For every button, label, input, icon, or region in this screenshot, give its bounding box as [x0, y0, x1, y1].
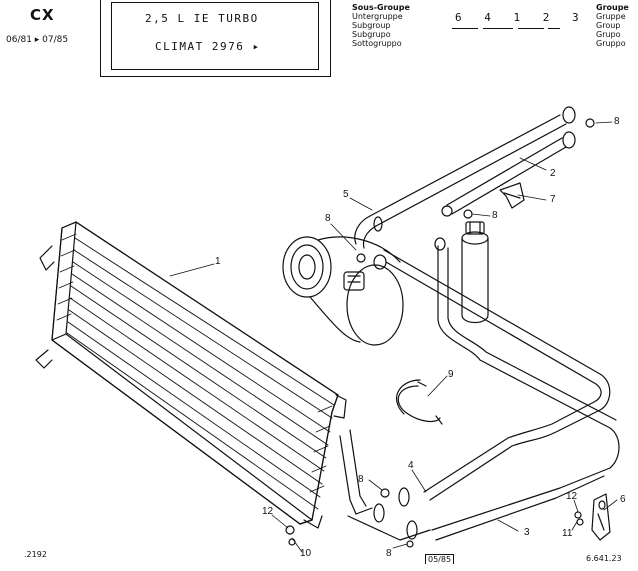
callout-1: 1	[215, 256, 221, 267]
callout-8-mid: 8	[492, 210, 498, 221]
clamp-9	[395, 379, 443, 425]
part-6	[591, 493, 611, 541]
code-underline-2	[483, 28, 513, 29]
callout-3: 3	[524, 527, 530, 538]
leader-lines	[169, 121, 618, 553]
subgroup-label-en: Subgroup	[352, 21, 391, 30]
group-label-fr: Groupe	[596, 3, 629, 12]
description-box	[111, 2, 319, 70]
header-divider-right	[330, 0, 331, 76]
callout-8-top: 8	[614, 116, 620, 127]
climat-text: CLIMAT 2976	[155, 40, 245, 53]
callout-5: 5	[343, 189, 349, 200]
subgroup-label-it: Sottogruppo	[352, 39, 402, 48]
compressor	[282, 236, 404, 346]
group-label-it: Gruppo	[596, 39, 626, 48]
header-box-bottom	[100, 76, 331, 77]
bracket-7	[499, 182, 525, 209]
code-underline-1	[452, 28, 478, 29]
group-label-en: Group	[596, 21, 621, 30]
subgroup-label-es: Subgrupo	[352, 30, 391, 39]
description-line-2: CLIMAT 2976 ▸	[155, 40, 261, 53]
callout-10: 10	[300, 548, 312, 559]
callout-11: 11	[562, 528, 573, 539]
footer-left-code: .2192	[24, 550, 47, 559]
callout-6: 6	[620, 494, 626, 505]
subgroup-labels: Sous-Groupe Untergruppe Subgroup Subgrup…	[352, 3, 410, 48]
callout-8-bottom: 8	[386, 548, 392, 559]
group-label-de: Gruppe	[596, 12, 626, 21]
subgroup-label-de: Untergruppe	[352, 12, 403, 21]
group-labels: Groupe Gruppe Group Grupo Gruppo	[596, 3, 629, 48]
pipe-assembly	[339, 237, 620, 541]
hose-5	[354, 106, 576, 249]
header-divider-left	[100, 0, 101, 76]
date-range: 06/81 ▸ 07/85	[6, 35, 69, 45]
small-fittings	[285, 118, 595, 548]
model-code: CX	[30, 6, 55, 24]
hose-2	[441, 131, 576, 217]
receiver-drier	[461, 221, 489, 324]
callout-8-lower: 8	[358, 474, 364, 485]
footer-date: 05/85	[425, 554, 455, 564]
callout-4: 4	[408, 460, 414, 471]
callout-7: 7	[550, 194, 556, 205]
subgroup-label-fr: Sous-Groupe	[352, 3, 410, 12]
group-label-es: Grupo	[596, 30, 621, 39]
condenser	[35, 221, 347, 529]
footer-right-code: 6.641.23	[586, 554, 622, 563]
arrow-icon: ▸	[252, 40, 261, 53]
subgroup-code: 6 4 1 2 3	[455, 11, 587, 24]
code-underline-3	[518, 28, 544, 29]
description-line-1: 2,5 L IE TURBO	[145, 12, 259, 25]
callout-2: 2	[550, 168, 556, 179]
code-underline-4	[548, 28, 560, 29]
callout-8-compressor: 8	[325, 213, 331, 224]
callout-9: 9	[448, 369, 454, 380]
callout-12-right: 12	[566, 491, 578, 502]
callout-12-left: 12	[262, 506, 274, 517]
